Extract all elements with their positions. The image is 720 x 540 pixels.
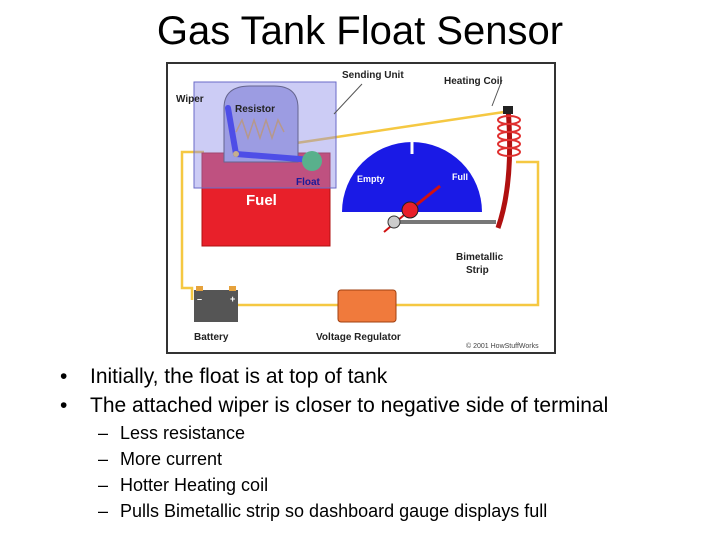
label-heating-coil: Heating Coil <box>444 76 503 87</box>
label-copyright: © 2001 HowStuffWorks <box>466 342 539 350</box>
sending-unit-pointer <box>333 83 363 115</box>
label-resistor: Resistor <box>235 104 275 115</box>
battery-terminal-pos <box>229 286 236 291</box>
voltage-regulator <box>337 289 397 323</box>
label-wiper: Wiper <box>176 94 204 105</box>
fuel-gauge <box>342 142 482 212</box>
sub-bullet-item: Pulls Bimetallic strip so dashboard gaug… <box>56 498 706 524</box>
label-empty: Empty <box>357 174 385 184</box>
wire-right <box>396 160 540 307</box>
bullet-item: Initially, the float is at top of tank <box>56 362 706 391</box>
label-battery: Battery <box>194 332 229 343</box>
label-bimetallic-1: Bimetallic <box>456 252 504 263</box>
battery <box>194 290 238 322</box>
diagram-svg: Sending Unit Heating Coil Wiper Resistor… <box>166 62 556 354</box>
label-bimetallic-2: Strip <box>466 265 489 276</box>
slide-title: Gas Tank Float Sensor <box>156 9 564 53</box>
sub-bullet-item: Less resistance <box>56 420 706 446</box>
float-arm <box>233 151 315 163</box>
label-battery-minus: – <box>197 294 202 304</box>
sub-bullet-item: More current <box>56 446 706 472</box>
float <box>302 151 322 171</box>
sub-bullet-item: Hotter Heating coil <box>56 472 706 498</box>
wire-left <box>180 150 204 300</box>
label-battery-plus: + <box>230 294 235 304</box>
gauge-link-pivot <box>387 215 401 229</box>
float-sensor-diagram: Sending Unit Heating Coil Wiper Resistor… <box>166 62 556 354</box>
wiper-arm <box>225 105 239 157</box>
bullet-list: Initially, the float is at top of tank T… <box>56 362 706 524</box>
gauge-pivot <box>401 201 419 219</box>
label-fuel: Fuel <box>246 192 277 209</box>
heating-coil-pointer <box>491 79 503 107</box>
circuit-wires <box>180 110 540 307</box>
heating-coil <box>497 115 521 157</box>
label-voltage-regulator: Voltage Regulator <box>316 332 401 343</box>
resistor-housing <box>223 85 299 163</box>
label-sending-unit: Sending Unit <box>342 70 404 81</box>
label-float: Float <box>296 177 321 188</box>
wiper-pivot <box>233 151 239 157</box>
resistor-coil <box>235 117 285 141</box>
sending-unit-box <box>193 81 337 189</box>
label-full: Full <box>452 172 468 182</box>
battery-terminal-neg <box>196 286 203 291</box>
bullet-item: The attached wiper is closer to negative… <box>56 391 706 420</box>
fuel-tank <box>201 152 331 247</box>
coil-terminal <box>503 106 513 114</box>
